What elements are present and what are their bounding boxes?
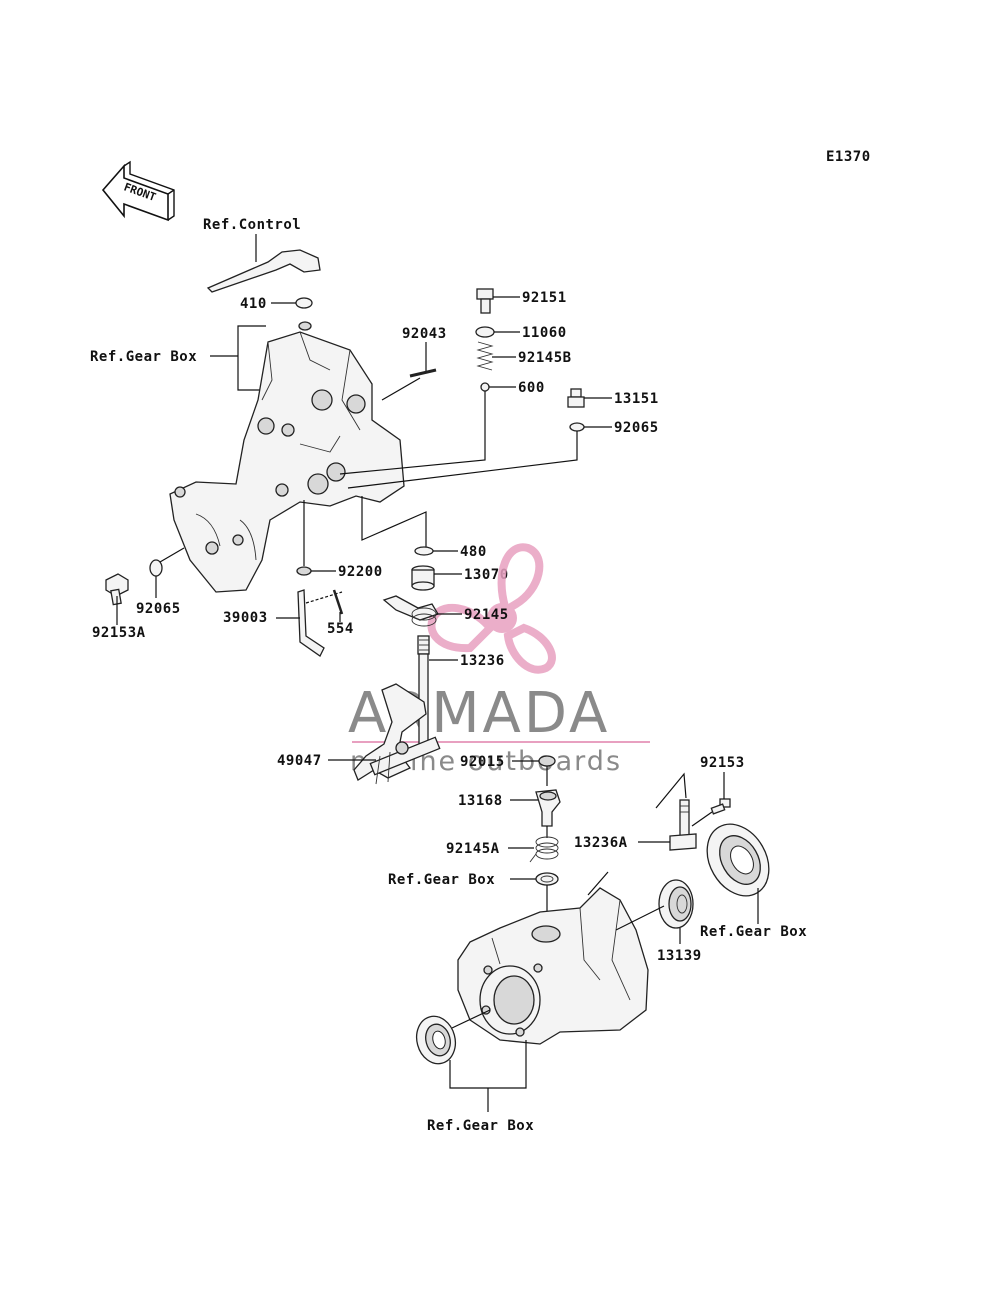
ref-gear-box-seal-2 (535, 872, 559, 886)
lower-gear-box-housing (457, 887, 649, 1045)
label-554: 554 (327, 621, 354, 637)
part-92153A-icon (105, 573, 129, 606)
part-92145-icon (382, 595, 439, 627)
label-13151: 13151 (614, 391, 659, 407)
label-13236: 13236 (460, 653, 505, 669)
part-13236-icon (417, 635, 430, 751)
part-92153-icon (710, 798, 731, 815)
label-92043: 92043 (402, 326, 447, 342)
part-92145B-icon (476, 341, 494, 371)
label-ref-gear-box-3: Ref.Gear Box (700, 924, 807, 940)
part-92065b-icon (149, 559, 163, 577)
part-92065a-icon (569, 422, 585, 432)
label-39003: 39003 (223, 610, 268, 626)
label-ref-gear-box-2: Ref.Gear Box (388, 872, 495, 888)
part-92200-icon (296, 566, 312, 576)
part-13151-icon (567, 388, 585, 408)
label-92065b: 92065 (136, 601, 181, 617)
part-600-icon (480, 382, 490, 392)
label-ref-gear-box-1: Ref.Gear Box (90, 349, 197, 365)
part-11060-icon (475, 326, 495, 338)
label-480: 480 (460, 544, 487, 560)
part-92015-icon (538, 755, 556, 767)
label-ref-control: Ref.Control (203, 217, 301, 233)
part-13139-icon (658, 879, 694, 929)
label-13168: 13168 (458, 793, 503, 809)
upper-gear-box-housing (169, 331, 405, 593)
label-13236A: 13236A (574, 835, 628, 851)
label-92153A: 92153A (92, 625, 146, 641)
label-92145A: 92145A (446, 841, 500, 857)
part-410-icon (295, 297, 313, 309)
part-13168-icon (535, 789, 561, 827)
ref-control-bracket (206, 234, 321, 293)
label-13070: 13070 (464, 567, 509, 583)
label-92065a: 92065 (614, 420, 659, 436)
label-92151: 92151 (522, 290, 567, 306)
label-92200: 92200 (338, 564, 383, 580)
label-49047: 49047 (277, 753, 322, 769)
ref-gear-box-bearing-3 (706, 823, 770, 897)
part-49047-icon (353, 683, 441, 785)
part-92145A-icon (529, 836, 559, 863)
diagram-code: E1370 (826, 149, 871, 165)
label-11060: 11060 (522, 325, 567, 341)
label-92145: 92145 (464, 607, 509, 623)
part-92151-icon (476, 288, 494, 314)
front-arrow-icon: FRONT (101, 160, 175, 222)
label-92153: 92153 (700, 755, 745, 771)
label-92145B: 92145B (518, 350, 572, 366)
label-600: 600 (518, 380, 545, 396)
ref-gear-box-seal-4 (415, 1015, 457, 1065)
part-39003-icon (297, 589, 325, 657)
part-480-icon (414, 546, 434, 556)
label-ref-gear-box-4: Ref.Gear Box (427, 1118, 534, 1134)
label-410: 410 (240, 296, 267, 312)
part-13236A-icon (669, 799, 697, 851)
label-13139: 13139 (657, 948, 702, 964)
part-13070-icon (411, 565, 435, 591)
label-92015: 92015 (460, 754, 505, 770)
